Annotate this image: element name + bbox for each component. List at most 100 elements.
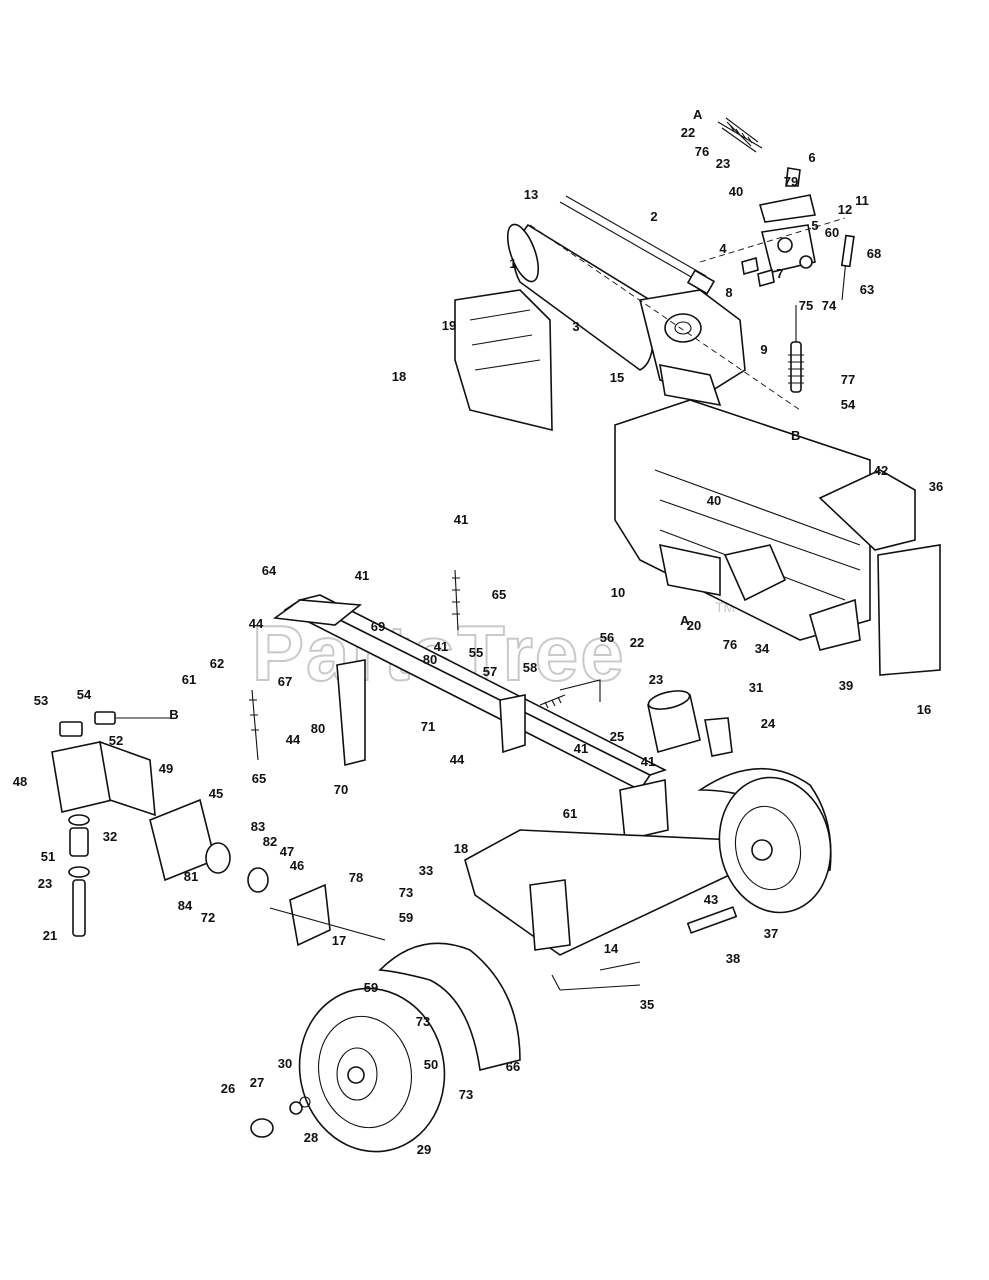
callout-65: 65 xyxy=(492,587,506,602)
coupling-parts xyxy=(205,842,386,941)
callout-61: 61 xyxy=(563,806,577,821)
spring-38 xyxy=(686,906,738,934)
callout-52: 52 xyxy=(109,733,123,748)
callout-44: 44 xyxy=(450,752,465,767)
lower-hose-spring xyxy=(788,305,804,393)
chain-65-lower xyxy=(249,689,259,761)
callout-3: 3 xyxy=(572,319,579,334)
callout-18: 18 xyxy=(392,369,406,384)
callout-66: 66 xyxy=(506,1059,520,1074)
callout-43: 43 xyxy=(704,892,718,907)
upper-hose-spring xyxy=(717,117,763,153)
mount-plate-78 xyxy=(289,883,331,947)
callout-35: 35 xyxy=(640,997,654,1012)
callout-45: 45 xyxy=(209,786,223,801)
callout-82: 82 xyxy=(263,834,277,849)
callout-50: 50 xyxy=(424,1057,438,1072)
callout-42: 42 xyxy=(874,463,888,478)
callout-20: 20 xyxy=(687,618,701,633)
callout-30: 30 xyxy=(278,1056,292,1071)
callout-25: 25 xyxy=(610,729,624,744)
callout-59: 59 xyxy=(399,910,413,925)
callout-78: 78 xyxy=(349,870,363,885)
callout-63: 63 xyxy=(860,282,874,297)
callout-55: 55 xyxy=(469,645,483,660)
callout-44: 44 xyxy=(286,732,301,747)
hose-label-b-top: B xyxy=(791,428,800,443)
control-valve xyxy=(741,167,855,301)
callout-72: 72 xyxy=(201,910,215,925)
fender-front xyxy=(378,942,521,1071)
callout-15: 15 xyxy=(610,370,624,385)
callout-14: 14 xyxy=(604,941,619,956)
hose-label-a-mid: A xyxy=(680,613,690,628)
callout-79: 79 xyxy=(784,174,798,189)
callout-16: 16 xyxy=(917,702,931,717)
spring-58 xyxy=(539,694,566,709)
hub-cap-parts xyxy=(250,1096,311,1138)
callout-40: 40 xyxy=(707,493,721,508)
callout-81: 81 xyxy=(184,869,198,884)
callout-7: 7 xyxy=(776,266,783,281)
callout-73: 73 xyxy=(459,1087,473,1102)
fitting-24 xyxy=(704,717,733,757)
callout-29: 29 xyxy=(417,1142,431,1157)
coupler-guard xyxy=(149,798,216,882)
callout-76: 76 xyxy=(695,144,709,159)
bracket-19 xyxy=(454,289,553,432)
callout-34: 34 xyxy=(755,641,770,656)
callout-80: 80 xyxy=(423,652,437,667)
callout-83: 83 xyxy=(251,819,265,834)
callout-67: 67 xyxy=(278,674,292,689)
chain-65-upper xyxy=(452,569,460,631)
pin-35 xyxy=(551,974,641,991)
callout-39: 39 xyxy=(839,678,853,693)
callout-38: 38 xyxy=(726,951,740,966)
callout-56: 56 xyxy=(600,630,614,645)
callout-74: 74 xyxy=(822,298,837,313)
callout-8: 8 xyxy=(725,285,732,300)
pin-14 xyxy=(599,961,641,971)
callout-47: 47 xyxy=(280,844,294,859)
oil-filter xyxy=(647,690,701,754)
tongue-frame xyxy=(272,594,669,841)
wheel-rear xyxy=(718,776,832,914)
handle-56 xyxy=(559,679,601,702)
callout-37: 37 xyxy=(764,926,778,941)
callout-32: 32 xyxy=(103,829,117,844)
callout-49: 49 xyxy=(159,761,173,776)
callout-53: 53 xyxy=(34,693,48,708)
callout-1: 1 xyxy=(509,256,516,271)
callout-51: 51 xyxy=(41,849,55,864)
callout-23: 23 xyxy=(649,672,663,687)
callout-28: 28 xyxy=(304,1130,318,1145)
callout-69: 69 xyxy=(371,619,385,634)
callout-26: 26 xyxy=(221,1081,235,1096)
callout-64: 64 xyxy=(262,563,277,578)
callout-23: 23 xyxy=(716,156,730,171)
callout-33: 33 xyxy=(419,863,433,878)
callout-2: 2 xyxy=(650,209,657,224)
callout-21: 21 xyxy=(43,928,57,943)
callout-46: 46 xyxy=(290,858,304,873)
callout-76: 76 xyxy=(723,637,737,652)
cylinder-centerline xyxy=(529,217,846,411)
callout-31: 31 xyxy=(749,680,763,695)
callout-57: 57 xyxy=(483,664,497,679)
callout-9: 9 xyxy=(760,342,767,357)
callout-22: 22 xyxy=(681,125,695,140)
splitter-beam xyxy=(614,399,941,676)
callout-71: 71 xyxy=(421,719,435,734)
callout-61: 61 xyxy=(182,672,196,687)
callout-40: 40 xyxy=(729,184,743,199)
callout-41: 41 xyxy=(454,512,468,527)
callout-B: B xyxy=(169,707,178,722)
callout-4: 4 xyxy=(719,241,727,256)
callout-84: 84 xyxy=(178,898,193,913)
callout-36: 36 xyxy=(929,479,943,494)
callout-27: 27 xyxy=(250,1075,264,1090)
callout-12: 12 xyxy=(838,202,852,217)
callout-75: 75 xyxy=(799,298,813,313)
